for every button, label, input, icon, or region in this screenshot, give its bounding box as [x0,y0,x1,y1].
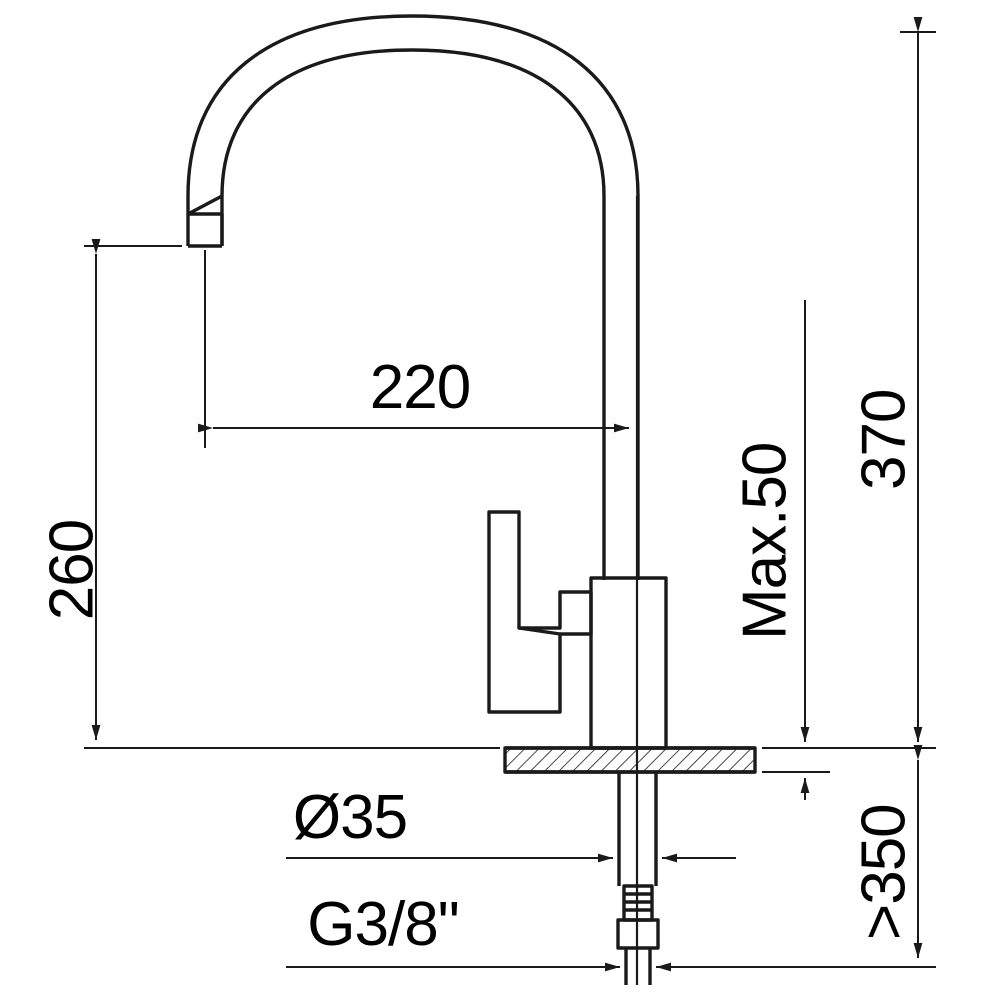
dimension-min-supply [700,745,936,968]
dimension-370 [762,17,936,749]
dimension-260 [84,239,500,749]
dimension-label-max50: Max.50 [731,443,800,640]
spout-inner-curve [220,48,606,580]
dimension-label-260: 260 [38,520,107,620]
dimension-hole-diameter [286,772,736,874]
dimension-label-370: 370 [850,390,919,490]
base-flange [503,746,757,774]
dimension-label-220: 220 [370,353,470,422]
lever-handle [487,510,593,714]
dimension-label-d35: Ø35 [293,783,407,852]
spout-outer-curve [186,14,640,580]
dimension-supply-thread [286,950,706,985]
valve-body [589,576,668,750]
lever-handle-inner-line [518,626,561,636]
dimension-label-g38: G3/8" [307,890,458,959]
dimension-label-gt350: >350 [850,804,919,940]
spout-tip-bevel-left [187,194,223,216]
dimension-220 [198,250,629,448]
tap-outline-group [186,14,757,985]
